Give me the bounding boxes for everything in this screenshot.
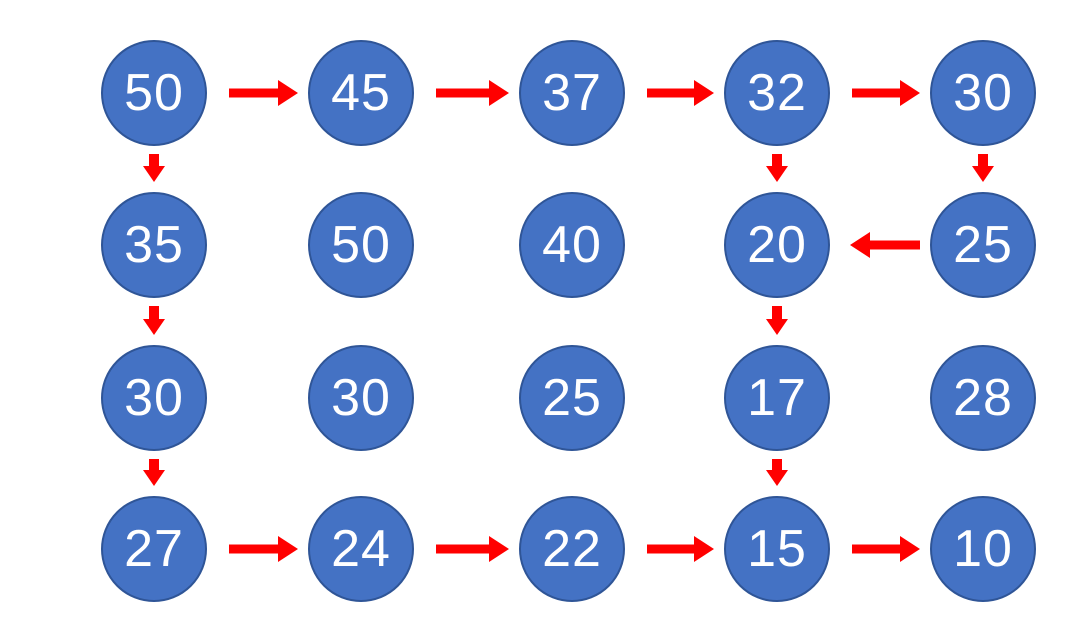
node-r1c4-value-32: 32 (724, 40, 830, 146)
node-value: 20 (747, 216, 807, 274)
node-value: 10 (953, 520, 1013, 578)
node-value: 17 (747, 369, 807, 427)
node-r2c1-value-35: 35 (101, 192, 207, 298)
node-r3c5-value-28: 28 (930, 345, 1036, 451)
node-value: 50 (124, 64, 184, 122)
node-r2c3-value-40: 40 (519, 192, 625, 298)
arrow-r2c1-to-r3c1 (143, 306, 165, 335)
arrow-r4c1-to-r4c2 (229, 536, 298, 562)
node-r4c3-value-22: 22 (519, 496, 625, 602)
node-r3c2-value-30: 30 (308, 345, 414, 451)
node-value: 32 (747, 64, 807, 122)
node-value: 35 (124, 216, 184, 274)
node-r3c3-value-25: 25 (519, 345, 625, 451)
arrow-r4c3-to-r4c4 (647, 536, 714, 562)
node-value: 22 (542, 520, 602, 578)
arrow-r1c1-to-r2c1 (143, 154, 165, 182)
arrow-r4c4-to-r4c5 (852, 536, 920, 562)
node-r1c1-value-50: 50 (101, 40, 207, 146)
arrow-r1c4-to-r1c5 (852, 80, 920, 106)
node-value: 28 (953, 369, 1013, 427)
arrow-r2c4-to-r3c4 (766, 306, 788, 335)
node-r2c5-value-25: 25 (930, 192, 1036, 298)
node-r3c4-value-17: 17 (724, 345, 830, 451)
arrow-r2c5-to-r2c4 (850, 232, 920, 258)
arrow-r1c2-to-r1c3 (436, 80, 509, 106)
node-value: 37 (542, 64, 602, 122)
node-value: 30 (331, 369, 391, 427)
node-r3c1-value-30: 30 (101, 345, 207, 451)
node-value: 24 (331, 520, 391, 578)
node-value: 45 (331, 64, 391, 122)
node-value: 27 (124, 520, 184, 578)
arrow-r1c1-to-r1c2 (229, 80, 298, 106)
node-r4c1-value-27: 27 (101, 496, 207, 602)
node-r1c5-value-30: 30 (930, 40, 1036, 146)
arrow-r1c5-to-r2c5 (972, 154, 994, 182)
arrow-r3c4-to-r4c4 (766, 459, 788, 486)
node-value: 15 (747, 520, 807, 578)
arrow-r1c4-to-r2c4 (766, 154, 788, 182)
arrow-r1c3-to-r1c4 (647, 80, 714, 106)
arrow-r4c2-to-r4c3 (436, 536, 509, 562)
node-r4c4-value-15: 15 (724, 496, 830, 602)
node-r1c3-value-37: 37 (519, 40, 625, 146)
node-value: 25 (542, 369, 602, 427)
node-r2c2-value-50: 50 (308, 192, 414, 298)
node-r4c2-value-24: 24 (308, 496, 414, 602)
node-value: 40 (542, 216, 602, 274)
arrow-r3c1-to-r4c1 (143, 459, 165, 486)
node-value: 30 (953, 64, 1013, 122)
node-value: 50 (331, 216, 391, 274)
node-r2c4-value-20: 20 (724, 192, 830, 298)
node-value: 30 (124, 369, 184, 427)
node-r4c5-value-10: 10 (930, 496, 1036, 602)
node-value: 25 (953, 216, 1013, 274)
node-r1c2-value-45: 45 (308, 40, 414, 146)
